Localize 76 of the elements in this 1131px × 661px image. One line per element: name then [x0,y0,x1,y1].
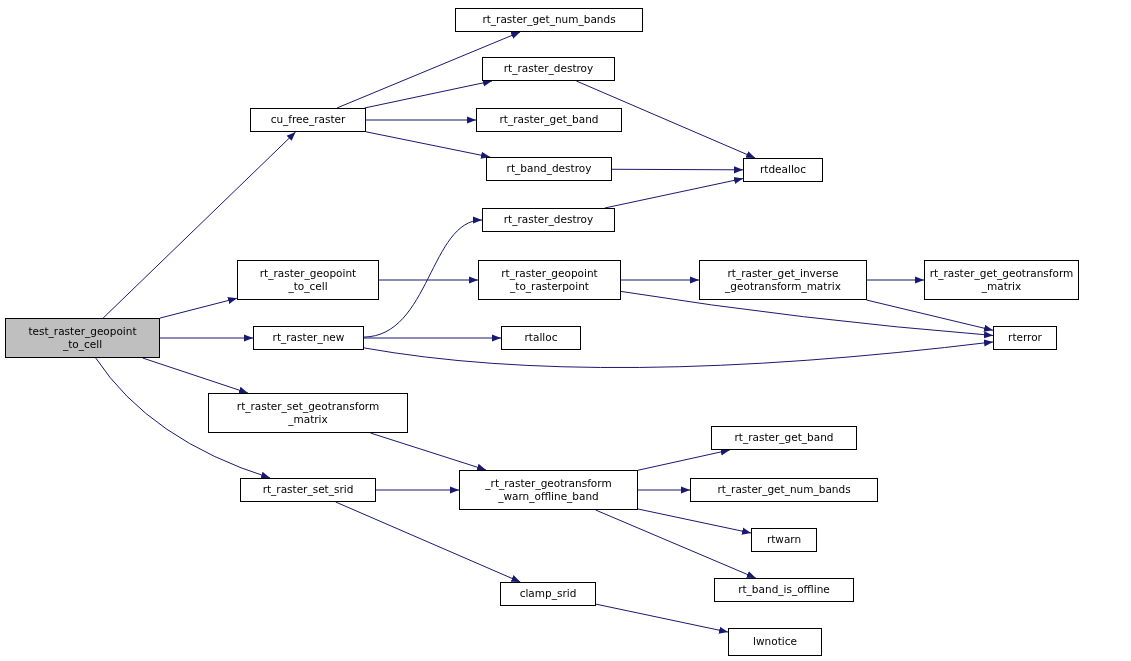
call-arrow [620,290,994,339]
call-arrow [363,218,483,338]
function-box [501,326,581,350]
call-arrow [595,509,757,579]
call-arrow [575,80,756,159]
call-arrow [336,31,521,109]
function-name: rtwarn [766,533,802,547]
call-arrow [637,486,691,494]
call-arrow [95,357,271,479]
call-arrow [865,299,994,332]
call-arrow [375,486,460,494]
function-box [250,108,366,132]
function-box [924,260,1079,300]
function-name: test_raster_geopoint _to_cell [27,324,138,352]
function-box [743,158,823,182]
call-arrow [335,501,521,583]
function-name: rtalloc [524,331,558,345]
call-arrow [364,79,493,109]
function-box [486,157,612,181]
function-name: rt_band_is_offline [738,583,830,597]
function-box [699,260,867,300]
function-box [993,326,1057,350]
call-arrow [604,176,744,209]
function-name: rt_raster_get_band [734,431,834,445]
call-arrow [611,166,744,174]
call-arrow [363,334,502,342]
function-box [240,478,376,502]
function-name: rterror [1008,331,1042,345]
function-name: rt_band_destroy [506,162,592,176]
call-arrow [159,297,238,319]
function-box [5,318,160,358]
function-box [253,326,364,350]
call-arrow [595,603,729,634]
call-arrow [866,276,925,284]
function-box [714,578,854,602]
function-box [208,393,408,433]
call-arrow [369,432,487,471]
function-name: lwnotice [753,635,797,649]
call-arrow [620,276,700,284]
function-name: rt_raster_destroy [503,213,594,227]
call-arrow [637,448,731,471]
function-box [500,582,596,606]
function-box [751,528,817,552]
function-box [482,57,615,81]
function-name: rt_raster_get_band [499,113,599,127]
function-name: rt_raster_geopoint _to_cell [258,266,358,294]
call-arrow [142,357,249,394]
function-name: rt_raster_destroy [503,62,594,76]
call-arrow [365,116,477,124]
function-name: clamp_srid [519,587,577,601]
call-arrow [378,276,479,284]
call-arrow [102,131,297,319]
function-box [728,628,822,656]
function-name: cu_free_raster [270,113,346,127]
function-box [482,208,615,232]
call-arrow [365,131,491,159]
function-box [455,8,643,32]
function-box [478,260,621,300]
function-box [476,108,622,132]
function-name: _rt_raster_geotransform _warn_offline_band [484,476,613,504]
call-arrow [637,508,752,535]
function-box [237,260,379,300]
function-box [690,478,878,502]
function-name: rt_raster_geopoint _to_rasterpoint [500,266,599,294]
function-name: rt_raster_get_inverse _geotransform_matrix [724,266,842,294]
call-arrow [159,334,254,342]
function-name: rt_raster_set_geotransform _matrix [235,399,381,427]
function-name: rt_raster_new [272,331,345,345]
function-name: rt_raster_get_geotransform _matrix [929,266,1074,294]
function-name: rt_raster_get_num_bands [482,13,616,27]
call-arrow [363,339,994,368]
function-box [459,470,638,510]
function-name: rtdealloc [760,163,806,177]
function-name: rt_raster_get_num_bands [717,483,851,497]
function-box [711,426,857,450]
function-name: rt_raster_set_srid [262,483,354,497]
